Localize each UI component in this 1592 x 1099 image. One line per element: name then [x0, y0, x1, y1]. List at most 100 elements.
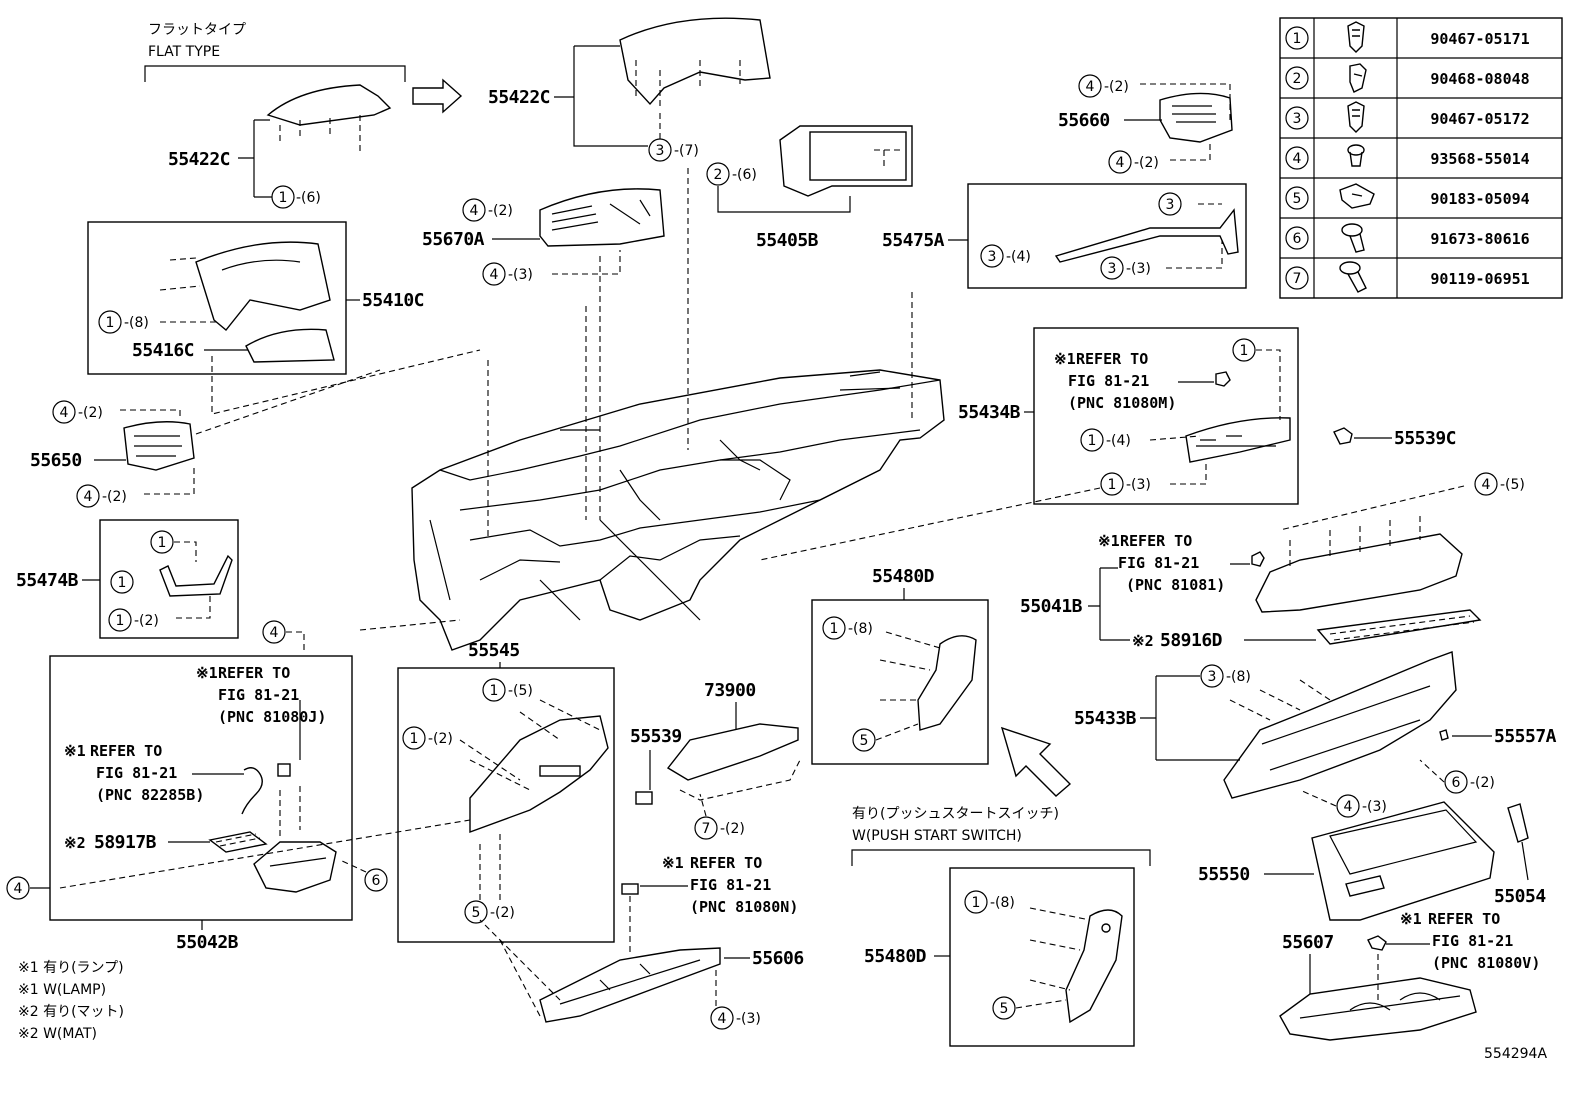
label-text: 1 — [279, 190, 288, 206]
label-text: (PNC 81080V) — [1432, 954, 1540, 972]
label-text: 1 — [158, 535, 167, 551]
part-number: 90183-05094 — [1430, 190, 1529, 208]
arrow-icon — [412, 78, 463, 114]
label-text: -(4) — [1106, 433, 1131, 449]
part-55422C-flat: 55422C — [168, 149, 230, 170]
table-row: 2 90468-08048 — [1285, 63, 1530, 93]
label-text: FIG 81-21 — [1068, 372, 1149, 390]
label-text: REFER TO — [90, 742, 162, 760]
part-55557A: 55557A — [1494, 726, 1557, 747]
cover-upper — [619, 17, 771, 110]
label-text: 6 — [1452, 775, 1461, 791]
garnish-bracket — [159, 554, 233, 597]
label-text: REFER TO — [1120, 532, 1192, 550]
label-text: ※1 — [662, 854, 684, 872]
label-text: ※2 — [1132, 632, 1154, 650]
part-number: 90119-06951 — [1430, 270, 1529, 288]
flat-type-en: FLAT TYPE — [148, 44, 220, 60]
label-text: -(5) — [1500, 477, 1525, 493]
flat-type-jp: フラットタイプ — [148, 22, 246, 38]
label-text: 4 — [60, 405, 69, 421]
part-55607: 55607 — [1282, 932, 1334, 953]
clip-55557A — [1439, 729, 1449, 741]
row-number: 7 — [1293, 271, 1302, 287]
label-text: 3 — [1108, 261, 1117, 277]
label-text: FIG 81-21 — [1432, 932, 1513, 950]
glove-box — [1311, 801, 1495, 921]
display-panel — [779, 125, 913, 197]
label-text: 5 — [1000, 1001, 1009, 1017]
bolt-icon — [1339, 261, 1367, 293]
meter-cover-lower — [245, 328, 335, 363]
part-number: 90467-05172 — [1430, 110, 1529, 128]
label-text: -(8) — [124, 315, 149, 331]
label-text: 1 — [106, 315, 115, 331]
legend: ※1 有り(ランプ) ※1 W(LAMP) ※2 有り(マット) ※2 W(MA… — [18, 960, 124, 1042]
part-55550: 55550 — [1198, 864, 1250, 885]
label-text: -(2) — [78, 405, 103, 421]
part-55650: 55650 — [30, 450, 82, 471]
label-text: 1 — [116, 613, 125, 629]
label-text: -(2) — [1470, 775, 1495, 791]
screw-icon — [1347, 144, 1365, 167]
part-58916D: 58916D — [1160, 630, 1223, 651]
cap-55539 — [635, 791, 653, 805]
part-number: 93568-55014 — [1430, 150, 1529, 168]
table-row: 6 91673-80616 — [1285, 223, 1530, 253]
part-55041B: 55041B — [1020, 596, 1083, 617]
legend-item: ※1 W(LAMP) — [18, 982, 106, 998]
mat-58916D — [1316, 609, 1482, 645]
part-55433B: 55433B — [1074, 708, 1137, 729]
bolt-icon — [1341, 223, 1365, 253]
label-text: 1 — [490, 683, 499, 699]
label-text: 4 — [718, 1011, 727, 1027]
label-text: -(6) — [732, 167, 757, 183]
row-number: 2 — [1293, 71, 1302, 87]
meter-hood — [195, 241, 331, 331]
label-text: -(7) — [674, 143, 699, 159]
part-55539C: 55539C — [1394, 428, 1456, 449]
label-text: 5 — [472, 905, 481, 921]
table-row: 1 90467-05171 — [1285, 21, 1530, 53]
diagram-id: 554294A — [1484, 1046, 1547, 1062]
label-text: -(2) — [1134, 155, 1159, 171]
lamp-icon — [1215, 371, 1231, 387]
knee-panel-b — [1065, 909, 1123, 1024]
label-text: (PNC 81081) — [1126, 576, 1225, 594]
arrow-icon — [1000, 726, 1072, 797]
table-row: 5 90183-05094 — [1285, 183, 1530, 210]
row-number: 4 — [1293, 151, 1302, 167]
label-text: -(3) — [1362, 799, 1387, 815]
label-text: -(2) — [102, 489, 127, 505]
group-box-55480D — [811, 599, 989, 765]
part-number: 90467-05171 — [1430, 30, 1529, 48]
label-text: (PNC 82285B) — [96, 786, 204, 804]
label-text: FIG 81-21 — [690, 876, 771, 894]
label-text: -(5) — [508, 683, 533, 699]
part-55475A: 55475A — [882, 230, 945, 251]
label-text: 4 — [1482, 477, 1491, 493]
row-number: 3 — [1293, 111, 1302, 127]
label-text: 4 — [490, 267, 499, 283]
label-text: -(8) — [990, 895, 1015, 911]
lamp-icon — [1251, 551, 1265, 567]
fastener-table: 1 90467-05171 2 90468-08048 3 90467-0517… — [1279, 17, 1563, 299]
label-text: 3 — [656, 143, 665, 159]
label-text: 1 — [830, 621, 839, 637]
label-text: 4 — [1086, 79, 1095, 95]
group-box-55475A — [967, 183, 1247, 289]
label-text: ※1 — [1098, 532, 1120, 550]
label-text: 1 — [1240, 343, 1249, 359]
part-55042B: 55042B — [176, 932, 239, 953]
label-text: 4 — [14, 881, 23, 897]
part-55660: 55660 — [1058, 110, 1110, 131]
brace-bar — [1054, 208, 1239, 263]
label-text: -(3) — [736, 1011, 761, 1027]
label-text: 3 — [988, 249, 997, 265]
part-55474B: 55474B — [16, 570, 79, 591]
part-number: 91673-80616 — [1430, 230, 1529, 248]
row-number: 1 — [1293, 31, 1302, 47]
part-55416C: 55416C — [132, 340, 194, 361]
label-text: 5 — [860, 733, 869, 749]
